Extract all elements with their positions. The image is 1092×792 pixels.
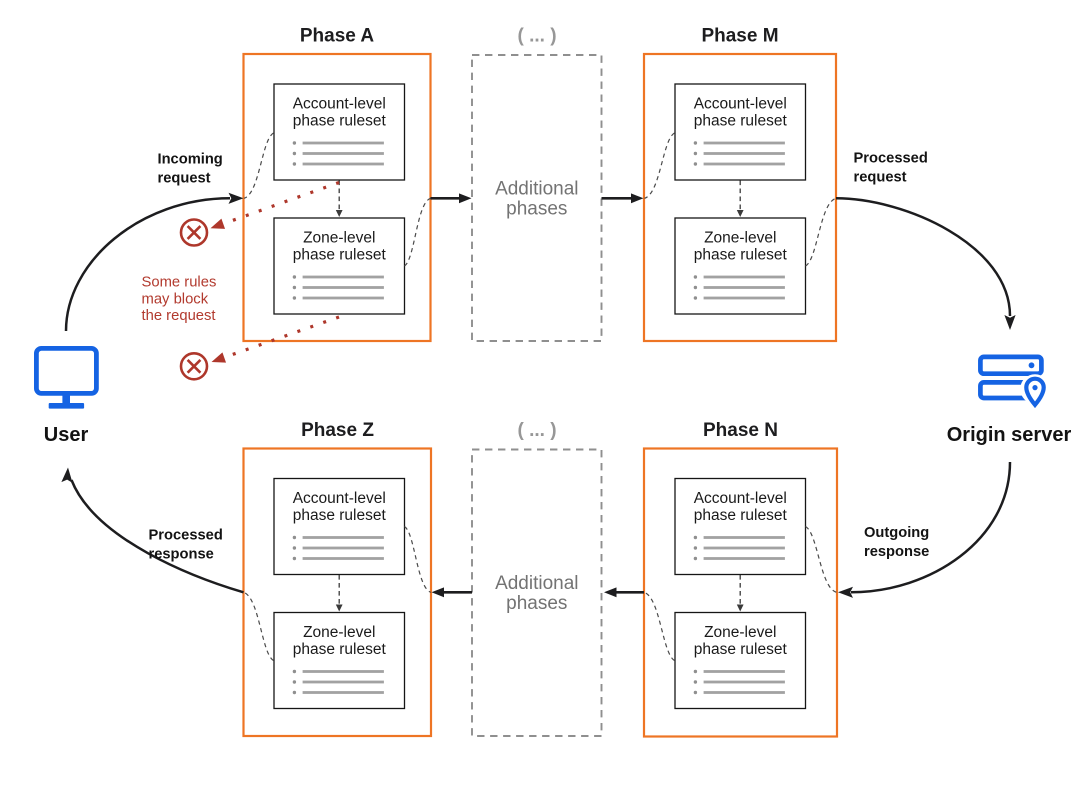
svg-text:Zone-level: Zone-level [704,624,776,641]
svg-text:phases: phases [506,593,567,614]
svg-text:Account-level: Account-level [694,490,787,507]
svg-text:Zone-level: Zone-level [303,624,375,641]
svg-text:Phase Z: Phase Z [301,420,374,441]
svg-text:Phase N: Phase N [703,420,778,441]
svg-text:phase ruleset: phase ruleset [293,113,387,130]
svg-text:Outgoing: Outgoing [864,525,929,541]
svg-text:response: response [149,547,214,563]
svg-text:Account-level: Account-level [694,96,787,113]
svg-text:Some rules: Some rules [142,275,217,291]
svg-text:Account-level: Account-level [293,96,386,113]
svg-text:phase ruleset: phase ruleset [694,247,788,264]
svg-text:request: request [158,171,211,187]
svg-text:phase ruleset: phase ruleset [293,247,387,264]
svg-text:Additional: Additional [495,178,578,199]
svg-text:( ... ): ( ... ) [517,26,556,47]
svg-text:Incoming: Incoming [158,152,223,168]
svg-text:phase ruleset: phase ruleset [694,507,788,524]
svg-text:Zone-level: Zone-level [704,230,776,247]
svg-text:Processed: Processed [149,528,223,544]
svg-text:Zone-level: Zone-level [303,230,375,247]
svg-text:Additional: Additional [495,573,578,594]
svg-text:phase ruleset: phase ruleset [694,113,788,130]
svg-text:phases: phases [506,199,567,220]
svg-text:Phase M: Phase M [701,26,778,47]
svg-text:response: response [864,544,929,560]
svg-text:( ... ): ( ... ) [517,420,556,441]
svg-text:User: User [44,424,89,446]
svg-text:phase ruleset: phase ruleset [293,507,387,524]
svg-text:phase ruleset: phase ruleset [694,641,788,658]
svg-text:may block: may block [142,291,209,307]
svg-text:request: request [854,170,907,186]
svg-text:Origin server: Origin server [947,424,1072,446]
svg-text:phase ruleset: phase ruleset [293,641,387,658]
svg-text:Phase A: Phase A [300,26,375,47]
svg-text:Account-level: Account-level [293,490,386,507]
svg-text:Processed: Processed [854,151,928,167]
svg-text:the request: the request [142,308,216,324]
